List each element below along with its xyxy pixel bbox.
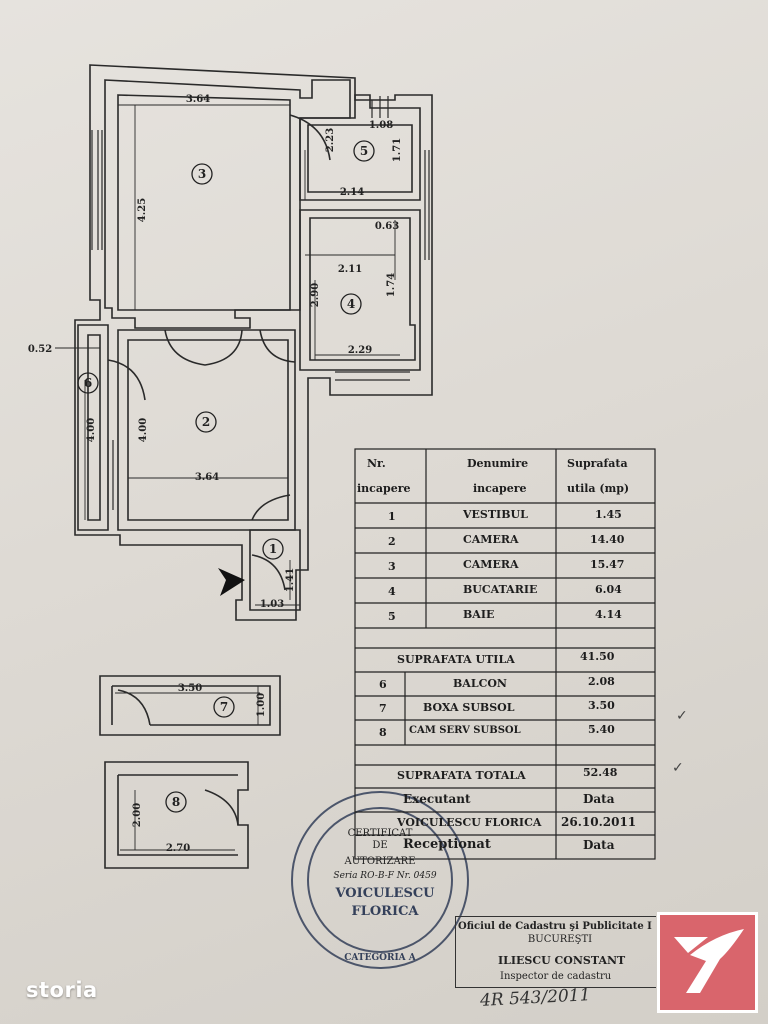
row-6-area: 2.08: [588, 675, 615, 688]
dim-r8-height: 2.00: [132, 803, 143, 827]
row-7-name: BOXA SUBSOL: [423, 701, 515, 714]
dim-r7-height: 1.00: [256, 693, 267, 717]
dim-r5-a: 2.23: [325, 128, 336, 152]
office-line-3: ILIESCU CONSTANT: [498, 954, 626, 967]
dim-r5-width: 2.14: [340, 187, 364, 198]
room-8-number: 8: [172, 795, 180, 809]
row-6-nr: 6: [379, 678, 387, 691]
row-1-nr: 1: [388, 510, 396, 523]
receptionat-date-label: Data: [583, 838, 615, 852]
room-4-number: 4: [347, 297, 355, 311]
dim-r4-height: 2.90: [310, 283, 321, 307]
row-8-area: 5.40: [588, 723, 615, 736]
dim-r5-c: 1.71: [392, 138, 403, 162]
receptionat-label: Receptionat: [403, 837, 491, 852]
check-icon-2: ✓: [672, 760, 684, 776]
hdr-area-1: Suprafata: [567, 457, 628, 470]
room-3-number: 3: [198, 167, 206, 181]
office-line-4: Inspector de cadastru: [500, 971, 612, 982]
dim-r3-width: 3.64: [186, 94, 210, 105]
storia-logo-icon: [657, 912, 758, 1013]
row-8-name: CAM SERV SUBSOL: [409, 725, 521, 736]
room-7-number: 7: [220, 700, 228, 714]
dim-r2-height: 4.00: [138, 418, 149, 442]
stamp-line-1: CERTIFICAT: [347, 828, 413, 839]
stamp-ring-text: CATEGORIA A: [344, 953, 417, 963]
room-5-number: 5: [360, 144, 368, 158]
row-4-nr: 4: [388, 585, 396, 598]
dim-r1-width: 1.03: [260, 599, 284, 610]
row-2-area: 14.40: [590, 533, 625, 546]
dim-r7-width: 3.50: [178, 683, 202, 694]
row-7-area: 3.50: [588, 699, 615, 712]
row-3-area: 15.47: [590, 558, 625, 571]
dim-balcony-len: 4.00: [86, 418, 97, 442]
row-3-nr: 3: [388, 560, 396, 573]
executant-date: 26.10.2011: [561, 815, 637, 829]
useful-label: SUPRAFATA UTILA: [397, 653, 515, 666]
dim-hall-offset: 0.63: [375, 221, 399, 232]
row-6-name: BALCON: [453, 677, 507, 690]
check-icon-1: ✓: [676, 708, 688, 724]
area-table: Nr. incapere Denumire incapere Suprafata…: [355, 449, 655, 859]
dim-r8-width: 2.70: [166, 843, 190, 854]
storia-watermark: storia: [26, 978, 98, 1002]
dim-balcony-depth: 0.52: [28, 344, 52, 355]
stamp-name-1: VOICULESCU: [335, 886, 435, 901]
room-2-number: 2: [202, 415, 210, 429]
stamp-name-2: FLORICA: [351, 904, 419, 919]
dim-r2-width: 3.64: [195, 472, 219, 483]
office-line-1: Oficiul de Cadastru şi Publicitate I: [458, 921, 652, 932]
outer-wall: [74, 64, 433, 621]
dim-r4-b: 1.74: [386, 273, 397, 297]
executant-name: VOICULESCU FLORICA: [397, 816, 542, 829]
executant-label: Executant: [403, 792, 471, 806]
office-box: [455, 916, 656, 988]
row-2-nr: 2: [388, 535, 396, 548]
row-1-name: VESTIBUL: [463, 508, 528, 521]
entrance-arrow-icon: [218, 568, 245, 596]
stamp-line-3: AUTORIZARE: [344, 856, 416, 867]
row-2-name: CAMERA: [463, 533, 519, 546]
row-7-nr: 7: [379, 702, 387, 715]
hdr-area-2: utila (mp): [567, 482, 630, 495]
hdr-name-1: Denumire: [467, 457, 529, 470]
office-line-2: BUCUREŞTI: [527, 934, 593, 945]
total-label: SUPRAFATA TOTALA: [397, 769, 526, 782]
row-5-area: 4.14: [595, 608, 622, 621]
stamp-line-2: DE: [372, 840, 388, 851]
dim-r4-bottom: 2.29: [348, 345, 372, 356]
hdr-nr-1: Nr.: [367, 457, 386, 470]
dim-r5-b: 1.08: [369, 120, 393, 131]
dim-r1-side: 1.41: [285, 568, 296, 592]
row-5-name: BAIE: [463, 608, 495, 621]
hdr-nr-2: incapere: [357, 482, 411, 495]
dim-r3-height: 4.25: [137, 198, 148, 222]
row-4-area: 6.04: [595, 583, 622, 596]
row-8-nr: 8: [379, 726, 387, 739]
row-5-nr: 5: [388, 610, 396, 623]
row-3-name: CAMERA: [463, 558, 519, 571]
dim-r4-width: 2.11: [338, 264, 362, 275]
stamp-line-4: Seria RO-B-F Nr. 0459: [333, 871, 437, 881]
executant-date-label: Data: [583, 792, 615, 806]
hdr-name-2: incapere: [473, 482, 527, 495]
row-4-name: BUCATARIE: [463, 583, 538, 596]
useful-value: 41.50: [580, 650, 615, 663]
row-1-area: 1.45: [595, 508, 622, 521]
room-6-number: 6: [84, 376, 92, 390]
room-1-number: 1: [269, 542, 277, 556]
total-value: 52.48: [583, 766, 618, 779]
